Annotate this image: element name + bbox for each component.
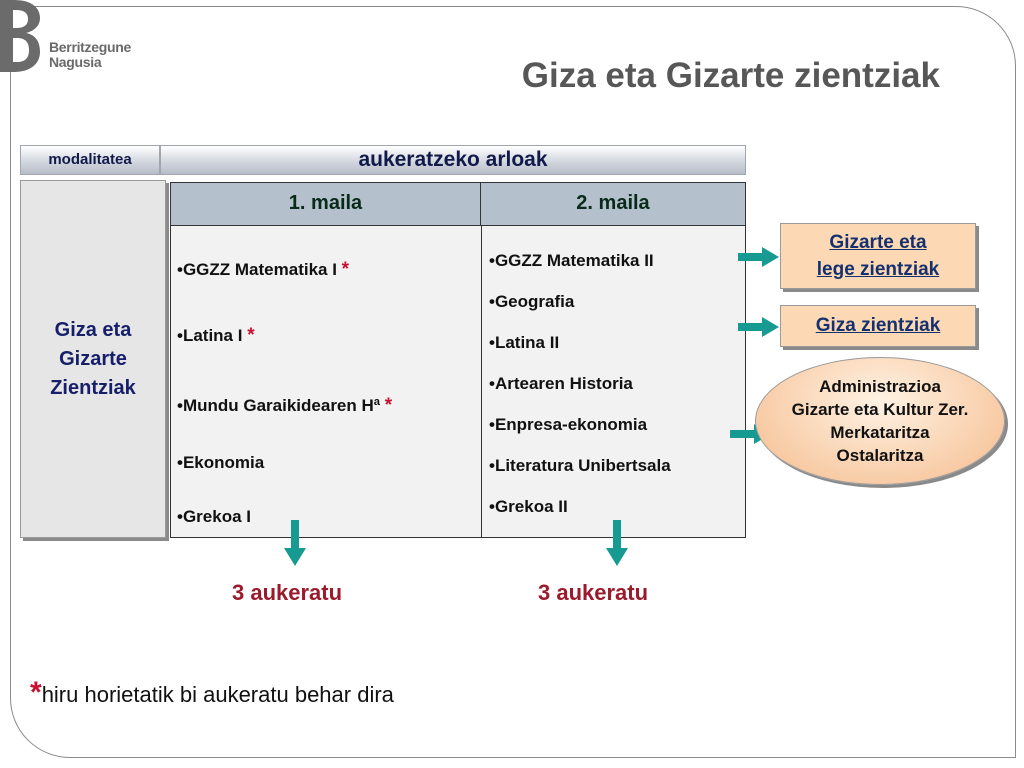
subjects-table: 1. maila 2. maila •GGZZ Matematika I * •…	[170, 182, 746, 538]
modality-line-3: Zientziak	[50, 376, 136, 399]
ellipse-line: Administrazioa	[819, 377, 941, 396]
logo-line-2: Nagusia	[49, 54, 102, 70]
second-year-item: •Artearen Historia	[489, 374, 633, 393]
slide-frame	[10, 6, 1016, 758]
page-title: Giza eta Gizarte zientziak	[521, 56, 940, 95]
outcome-giza-zientziak-link[interactable]: Giza zientziak	[780, 305, 976, 347]
aukeratzeko-header: aukeratzeko arloak	[160, 145, 746, 175]
footnote: *hiru horietatik bi aukeratu behar dira	[30, 676, 394, 710]
footnote-text: hiru horietatik bi aukeratu behar dira	[41, 682, 394, 707]
first-year-item: •Latina I *	[177, 325, 255, 346]
modality-line-2: Gizarte	[59, 347, 127, 370]
footnote-star: *	[30, 676, 42, 709]
down-arrow-icon	[284, 520, 306, 566]
choose-three-first-year: 3 aukeratu	[232, 580, 343, 605]
ellipse-line: Gizarte eta Kultur Zer.	[791, 400, 969, 419]
outcome-line-1: Gizarte eta	[829, 232, 927, 253]
modality-line-1: Giza eta	[54, 318, 132, 341]
second-year-item: •Grekoa II	[489, 497, 568, 516]
ellipse-line: Ostalaritza	[836, 446, 924, 465]
outcome-line-2: lege zientziak	[816, 259, 940, 280]
second-year-item: •GGZZ Matematika II	[489, 251, 654, 270]
required-star: *	[384, 395, 393, 416]
first-year-item: •Ekonomia	[177, 453, 265, 472]
outcome-ellipse: Administrazioa Gizarte eta Kultur Zer. M…	[755, 357, 1005, 485]
berritzegune-logo-icon	[0, 0, 40, 72]
modalitatea-header: modalitatea	[20, 145, 160, 175]
logo-text: Berritzegune Nagusia	[49, 40, 131, 70]
first-year-item: •GGZZ Matematika I *	[177, 259, 350, 280]
column-header-first-year: 1. maila	[171, 183, 481, 226]
second-year-item: •Literatura Unibertsala	[489, 456, 671, 475]
second-year-item: •Enpresa-ekonomia	[489, 415, 648, 434]
column-header-second-year: 2. maila	[481, 183, 745, 226]
modality-box: Giza eta Gizarte Zientziak	[20, 180, 166, 538]
right-arrow-icon	[738, 247, 779, 267]
required-star: *	[341, 259, 350, 280]
required-star: *	[247, 325, 255, 346]
column-divider	[481, 226, 482, 537]
second-year-item: •Latina II	[489, 333, 560, 352]
right-arrow-icon	[738, 317, 779, 337]
choose-three-second-year: 3 aukeratu	[538, 580, 649, 605]
first-year-item: •Mundu Garaikidearen Hª *	[177, 395, 393, 416]
ellipse-line: Merkataritza	[830, 423, 930, 442]
logo-line-1: Berritzegune	[49, 39, 131, 55]
outcome-gizarte-lege-link[interactable]: Gizarte eta lege zientziak	[780, 223, 976, 289]
first-year-item: •Grekoa I	[177, 507, 251, 526]
second-year-item: •Geografia	[489, 292, 575, 311]
down-arrow-icon	[606, 520, 628, 566]
